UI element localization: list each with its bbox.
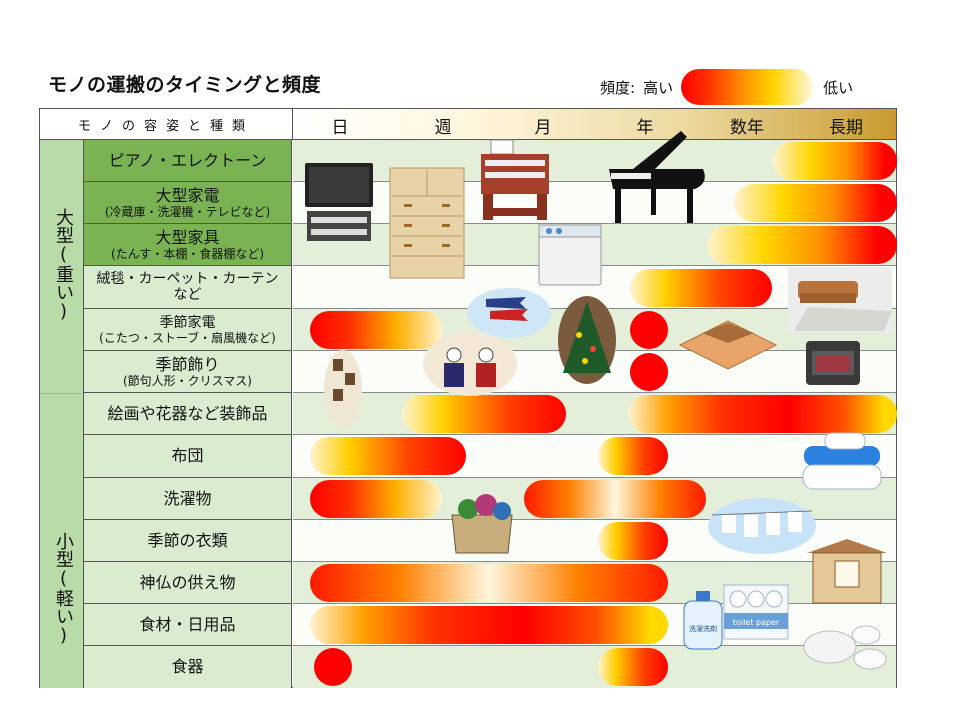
page-title: モノの運搬のタイミングと頻度: [48, 74, 322, 96]
detergent-label: 洗濯洗剤: [689, 624, 717, 633]
legend-gradient-bar: [681, 69, 814, 105]
household-altar-icon: [807, 539, 887, 604]
freq-bar-tableware: [598, 648, 668, 686]
laundry-basket-icon: [451, 494, 513, 554]
row-label-seasonal-clothes: 季節の衣類: [84, 520, 292, 562]
row-label-carpets: 絨毯・カーペット・カーテン など: [84, 266, 292, 309]
heater-stove-icon: [806, 341, 860, 385]
time-day: 日: [331, 118, 349, 138]
time-year: 年: [636, 118, 654, 138]
freq-bar-laundry-1: [310, 480, 442, 518]
freq-bar-large-appliances: [734, 184, 897, 222]
row-track: [293, 646, 896, 688]
hanging-laundry-icon: [708, 498, 816, 554]
category-large: 大型(重い): [40, 140, 84, 393]
legend-high-label: 高い: [643, 78, 674, 97]
dresser-icon: [389, 167, 465, 279]
electone-organ-icon: [481, 139, 549, 220]
freq-bar-futon-1: [310, 437, 466, 475]
header-timeline: 日 週 月 年 数年 長期: [293, 109, 896, 139]
freq-bar-carpets: [630, 269, 772, 307]
freq-bar-futon-2: [598, 437, 668, 475]
christmas-tree-icon: [558, 296, 616, 384]
row-label-piano: ピアノ・エレクトーン: [84, 140, 292, 182]
time-several-years: 数年: [730, 118, 764, 138]
freq-bar-offerings: [310, 564, 668, 602]
row-label-tableware: 食器: [84, 646, 292, 688]
freq-bar-piano: [773, 142, 897, 180]
kotatsu-icon: [678, 320, 778, 370]
row-label-groceries: 食材・日用品: [84, 604, 292, 646]
time-month: 月: [534, 118, 552, 138]
washing-machine-icon: [538, 224, 602, 286]
row-label-laundry: 洗濯物: [84, 478, 292, 520]
row-label-large-appliances: 大型家電 (冷蔵庫・洗濯機・テレビなど): [84, 182, 292, 224]
freq-dot-seasonal-appliances: [630, 311, 668, 349]
freq-dot-tableware: [314, 648, 352, 686]
legend-label: 頻度:: [600, 78, 636, 97]
hina-dolls-icon: [423, 332, 517, 396]
koinobori-carp-streamer-icon: [467, 288, 551, 338]
framed-pictures-icon: [324, 350, 362, 428]
frequency-table: モノの容姿と種類 日 週 月 年 数年 長期 大型(重い) 小型(軽い) ピアノ…: [39, 108, 897, 688]
frequency-legend: 頻度: 高い 低い: [600, 69, 854, 105]
freq-bar-laundry-2: [524, 480, 706, 518]
grand-piano-icon: [609, 131, 705, 223]
category-small: 小型(軽い): [40, 393, 84, 688]
freq-bar-groceries: [310, 606, 668, 644]
detergent-bottle-icon: 洗濯洗剤: [683, 591, 723, 650]
table-header: モノの容姿と種類 日 週 月 年 数年 長期: [40, 109, 896, 140]
row-label-offerings: 神仏の供え物: [84, 562, 292, 604]
television-icon: [305, 163, 373, 241]
freq-bar-large-furniture: [707, 226, 897, 264]
toilet-paper-label: toilet paper: [733, 618, 780, 627]
legend-low-label: 低い: [823, 78, 854, 97]
toilet-paper-icon: toilet paper: [723, 584, 789, 640]
category-small-label: 小型(軽い): [53, 532, 74, 646]
freq-dot-seasonal-decor: [630, 353, 668, 391]
row-label-large-furniture: 大型家具 (たんす・本棚・食器棚など): [84, 224, 292, 266]
time-long-term: 長期: [829, 118, 863, 138]
row-label-ornaments: 絵画や花器など装飾品: [84, 393, 292, 435]
tableware-icon: [803, 625, 887, 670]
header-kind-label: モノの容姿と種類: [40, 109, 293, 139]
time-week: 週: [434, 118, 452, 138]
living-room-rug-icon: [788, 267, 892, 333]
row-label-futon: 布団: [84, 435, 292, 478]
row-label-seasonal-appliances: 季節家電 (こたつ・ストーブ・扇風機など): [84, 309, 292, 351]
category-large-label: 大型(重い): [53, 208, 74, 322]
futon-icon: [802, 432, 882, 490]
freq-bar-ornaments-2: [628, 395, 897, 433]
freq-bar-seasonal-clothes: [598, 522, 668, 560]
freq-bar-seasonal-appliances: [310, 311, 443, 349]
row-label-seasonal-decor: 季節飾り (節句人形・クリスマス): [84, 351, 292, 393]
freq-bar-ornaments-1: [402, 395, 566, 433]
